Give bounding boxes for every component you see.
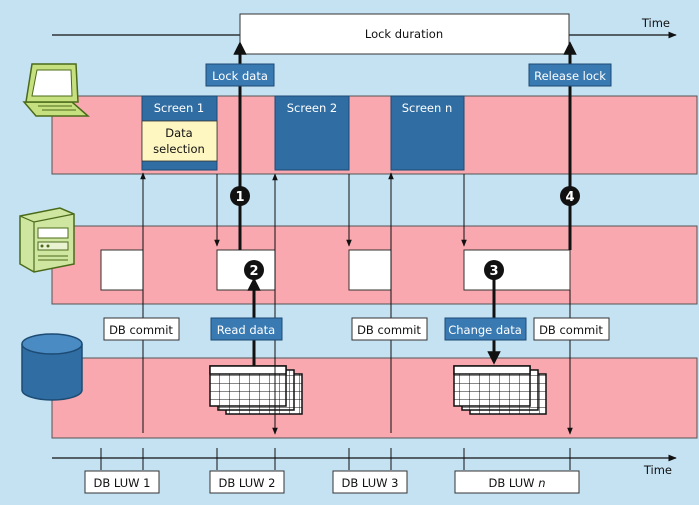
step-3-marker: 3 [484, 260, 504, 280]
db-commit-label-1: DB commit [109, 323, 173, 337]
table-icon-change [453, 365, 547, 415]
bottom-axis-ticks [100, 448, 571, 470]
screen-n [390, 95, 465, 171]
screen-2 [274, 95, 350, 171]
step-2-marker: 2 [244, 260, 264, 280]
app-box-3 [348, 249, 392, 291]
svg-text:1: 1 [235, 190, 244, 205]
release-lock-label: Release lock [534, 69, 606, 83]
change-data-label: Change data [448, 323, 522, 337]
laptop-icon [22, 63, 90, 117]
lock-data-tag [205, 63, 275, 87]
db-luw-2-box [209, 470, 285, 494]
db-luw-3-label: DB LUW 3 [342, 476, 399, 490]
db-commit-box-2 [351, 317, 428, 341]
db-luw-n-label: DB LUW n [489, 476, 546, 490]
screen-n-label: Screen n [402, 101, 452, 115]
db-luw-2-label: DB LUW 2 [219, 476, 276, 490]
screen-1-label: Screen 1 [154, 101, 205, 115]
db-commit-box-1 [103, 317, 180, 341]
db-commit-label-3: DB commit [539, 323, 603, 337]
change-data-tag [444, 317, 527, 341]
screen-2-label: Screen 2 [287, 101, 338, 115]
data-selection-line2: selection [153, 142, 205, 156]
db-commit-box-3 [533, 317, 610, 341]
read-data-tag [210, 317, 283, 341]
db-luw-n-box [454, 470, 580, 494]
db-luw-1-box [84, 470, 160, 494]
database-icon [21, 333, 83, 401]
read-data-label: Read data [217, 323, 275, 337]
release-lock-tag [528, 63, 612, 87]
server-icon [19, 207, 75, 273]
db-commit-label-2: DB commit [357, 323, 421, 337]
top-time-label: Time [641, 16, 670, 30]
app-box-4 [463, 249, 571, 291]
bottom-time-label: Time [643, 463, 672, 477]
data-selection-line1: Data [165, 126, 192, 140]
data-selection-box [141, 120, 218, 162]
svg-text:4: 4 [565, 190, 574, 205]
lock-duration-label: Lock duration [365, 27, 443, 41]
table-icon-read [209, 365, 303, 415]
db-luw-1-label: DB LUW 1 [94, 476, 151, 490]
step-1-marker: 1 [230, 186, 250, 206]
svg-text:2: 2 [249, 264, 258, 279]
svg-text:3: 3 [489, 264, 498, 279]
lock-data-label: Lock data [212, 69, 268, 83]
step-4-marker: 4 [560, 186, 580, 206]
db-luw-3-box [332, 470, 408, 494]
database-lane [51, 357, 698, 439]
lock-duration-box [239, 13, 570, 55]
app-box-1 [100, 249, 144, 291]
